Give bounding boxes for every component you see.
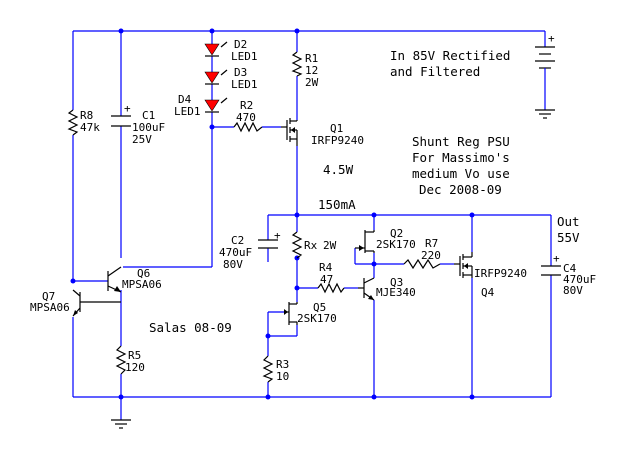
output-label-line2: 55V <box>557 230 580 245</box>
svg-text:Rx: Rx <box>304 239 318 252</box>
svg-text:Q5: Q5 <box>313 301 326 314</box>
title-block: Shunt Reg PSU For Massimo's medium Vo us… <box>412 134 510 197</box>
svg-text:IRFP9240: IRFP9240 <box>311 134 364 147</box>
r4-resistor: R4 47 <box>317 261 345 294</box>
d4-led: D4 LED1 <box>174 93 228 118</box>
svg-text:Q6: Q6 <box>137 267 150 280</box>
r7-resistor: R7 220 <box>403 237 441 270</box>
q3-npn: Q3 MJE340 <box>358 276 416 301</box>
power-label: 4.5W <box>323 162 354 177</box>
svg-text:470: 470 <box>236 111 256 124</box>
svg-text:10: 10 <box>276 370 289 383</box>
svg-text:Q7: Q7 <box>42 290 55 303</box>
svg-text:R4: R4 <box>319 261 333 274</box>
svg-text:470uF: 470uF <box>563 273 596 286</box>
battery-polarity: + <box>548 32 555 45</box>
c4-capacitor: + C4 470uF 80V <box>541 252 596 297</box>
svg-text:C4: C4 <box>563 262 577 275</box>
svg-text:D4: D4 <box>178 93 192 106</box>
title-line2: For Massimo's <box>412 150 510 165</box>
title-line4: Dec 2008-09 <box>419 182 502 197</box>
svg-text:MJE340: MJE340 <box>376 286 416 299</box>
svg-text:100uF: 100uF <box>132 121 165 134</box>
svg-text:R8: R8 <box>80 109 93 122</box>
svg-text:+: + <box>274 229 281 242</box>
svg-text:+: + <box>553 252 560 265</box>
svg-text:2SK170: 2SK170 <box>376 238 416 251</box>
svg-text:Q1: Q1 <box>330 122 343 135</box>
q5-jfet: Q5 2SK170 <box>284 301 337 325</box>
svg-text:25V: 25V <box>132 133 152 146</box>
svg-text:LED1: LED1 <box>231 50 258 63</box>
svg-text:47: 47 <box>320 273 333 286</box>
r5-resistor: R5 120 <box>115 345 145 375</box>
svg-text:47k: 47k <box>80 121 100 134</box>
svg-text:80V: 80V <box>223 258 243 271</box>
author-label: Salas 08-09 <box>149 320 232 335</box>
r8-resistor: R8 47k <box>67 109 100 136</box>
q2-jfet: Q2 2SK170 <box>355 227 416 253</box>
r1-resistor: R1 12 2W <box>291 51 319 89</box>
svg-text:Q3: Q3 <box>390 276 403 289</box>
r2-resistor: R2 470 <box>233 99 263 133</box>
svg-text:2W: 2W <box>323 239 337 252</box>
svg-text:80V: 80V <box>563 284 583 297</box>
svg-text:IRFP9240: IRFP9240 <box>474 267 527 280</box>
current-label: 150mA <box>318 197 356 212</box>
svg-text:Q4: Q4 <box>481 286 495 299</box>
svg-text:R5: R5 <box>128 349 141 362</box>
q7-npn: Q7 MPSA06 <box>30 289 121 317</box>
q1-mosfet: Q1 IRFP9240 <box>281 118 364 147</box>
supply-note-line1: In 85V Rectified <box>390 48 510 63</box>
q4-mosfet: Q4 IRFP9240 <box>454 252 527 299</box>
d2-led: D2 LED1 <box>204 38 258 63</box>
title-line1: Shunt Reg PSU <box>412 134 510 149</box>
svg-text:R2: R2 <box>240 99 253 112</box>
battery-symbol: + <box>535 32 555 75</box>
svg-text:470uF: 470uF <box>219 246 252 259</box>
d3-led: D3 LED1 <box>204 66 258 91</box>
svg-text:120: 120 <box>125 361 145 374</box>
r3-resistor: R3 10 <box>262 355 289 383</box>
svg-text:LED1: LED1 <box>174 105 201 118</box>
svg-text:D2: D2 <box>234 38 247 51</box>
ground-symbol-bottom <box>111 419 131 429</box>
output-label-line1: Out <box>557 214 580 229</box>
rx-resistor: Rx 2W <box>291 231 337 259</box>
svg-text:Q2: Q2 <box>390 227 403 240</box>
svg-text:R7: R7 <box>425 237 438 250</box>
svg-text:C1: C1 <box>142 109 155 122</box>
svg-text:+: + <box>124 102 131 115</box>
supply-note-line2: and Filtered <box>390 64 480 79</box>
svg-text:220: 220 <box>421 249 441 262</box>
svg-text:MPSA06: MPSA06 <box>30 301 70 314</box>
svg-text:C2: C2 <box>231 234 244 247</box>
svg-text:R3: R3 <box>276 358 289 371</box>
svg-text:LED1: LED1 <box>231 78 258 91</box>
ground-symbol-right <box>535 109 555 119</box>
svg-text:12: 12 <box>305 64 318 77</box>
junction-dots <box>70 28 475 400</box>
q6-npn: Q6 MPSA06 <box>107 266 162 293</box>
svg-text:MPSA06: MPSA06 <box>122 278 162 291</box>
svg-text:R1: R1 <box>305 52 318 65</box>
svg-text:D3: D3 <box>234 66 247 79</box>
c1-capacitor: + C1 100uF 25V <box>111 102 165 146</box>
svg-text:2SK170: 2SK170 <box>297 312 337 325</box>
svg-text:2W: 2W <box>305 76 319 89</box>
supply-note: In 85V Rectified and Filtered <box>390 48 510 79</box>
c2-capacitor: + C2 470uF 80V <box>219 229 281 271</box>
title-line3: medium Vo use <box>412 166 510 181</box>
